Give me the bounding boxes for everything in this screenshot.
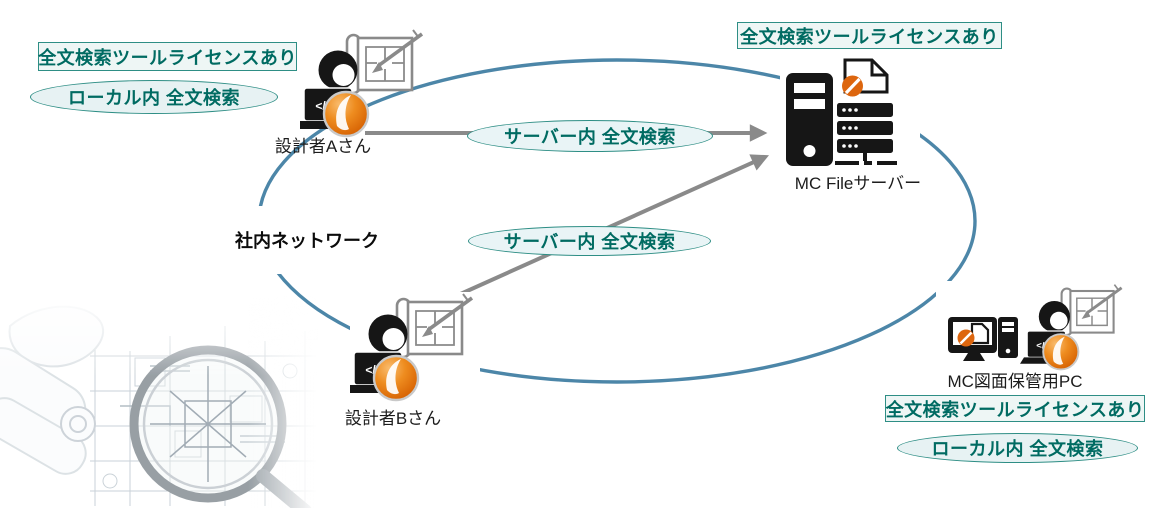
document-icon bbox=[970, 322, 990, 345]
tower-pc-icon bbox=[998, 317, 1018, 358]
designer-b-label: 設計者Bさん bbox=[344, 409, 442, 428]
designer-a-icon bbox=[293, 28, 430, 138]
monitor-icon bbox=[948, 317, 997, 361]
intranet-label: 社内ネットワーク bbox=[222, 206, 392, 274]
flow-a-to-server-label: サーバー内 全文検索 bbox=[467, 120, 713, 152]
tower-server-icon bbox=[786, 73, 833, 166]
flow-b-to-server-label: サーバー内 全文検索 bbox=[468, 226, 711, 256]
server-rack-icon bbox=[835, 103, 897, 165]
storage-pc-user-icon bbox=[1018, 283, 1124, 371]
document-with-search-dot-icon bbox=[842, 58, 889, 97]
storage-pc-icon bbox=[936, 281, 1141, 373]
designer-a-local-search-badge: ローカル内 全文検索 bbox=[30, 80, 278, 114]
storage-pc-license-badge: 全文検索ツールライセンスあり bbox=[885, 395, 1145, 422]
file-server-label: MC Fileサーバー bbox=[794, 174, 922, 193]
designer-a-license-badge: 全文検索ツールライセンスあり bbox=[38, 42, 297, 71]
file-server-icon bbox=[780, 55, 920, 170]
designer-b-icon bbox=[343, 292, 480, 402]
designer-a-label: 設計者Aさん bbox=[274, 137, 372, 156]
storage-pc-label: MC図面保管用PC bbox=[947, 372, 1083, 391]
storage-pc-local-search-badge: ローカル内 全文検索 bbox=[897, 433, 1138, 463]
intranet-label-text: 社内ネットワーク bbox=[235, 231, 379, 251]
file-server-license-badge: 全文検索ツールライセンスあり bbox=[737, 22, 1002, 49]
